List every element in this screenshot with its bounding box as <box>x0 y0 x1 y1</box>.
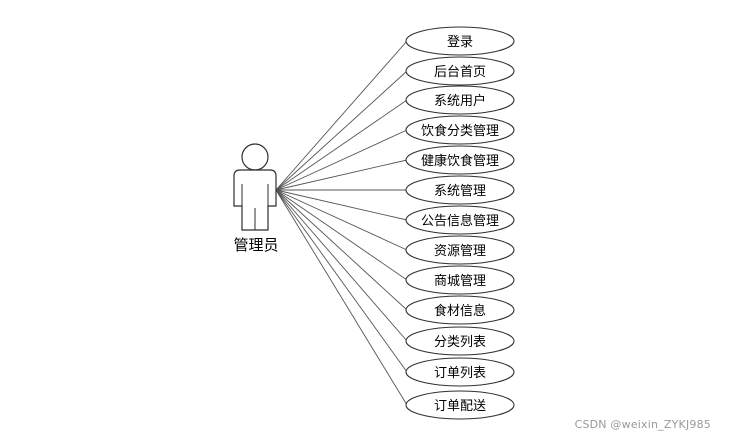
use-case-ellipse <box>405 205 515 235</box>
association-line <box>275 189 408 406</box>
use-case: 分类列表 <box>405 326 515 356</box>
use-case-ellipse <box>405 235 515 265</box>
association-line <box>275 159 408 191</box>
use-case-ellipse <box>405 265 515 295</box>
use-case: 饮食分类管理 <box>405 115 515 145</box>
use-case: 登录 <box>405 26 515 56</box>
use-case-ellipse <box>405 175 515 205</box>
use-case-ellipse <box>405 26 515 56</box>
use-case: 订单列表 <box>405 357 515 387</box>
use-case-ellipse <box>405 56 515 86</box>
use-case-label: 后台首页 <box>434 65 486 80</box>
use-case: 食材信息 <box>405 295 515 325</box>
association-line <box>275 70 408 191</box>
use-case-label: 资源管理 <box>434 244 486 259</box>
use-case: 公告信息管理 <box>405 205 515 235</box>
association-line <box>275 189 408 281</box>
use-case-label: 饮食分类管理 <box>421 123 499 139</box>
use-case-ellipse <box>405 357 515 387</box>
actor-head <box>241 143 269 171</box>
association-line <box>275 189 408 221</box>
association-line <box>275 129 408 191</box>
association-lines <box>275 40 408 406</box>
association-line <box>275 189 408 342</box>
use-case-list: 登录后台首页系统用户饮食分类管理健康饮食管理系统管理公告信息管理资源管理商城管理… <box>405 26 515 420</box>
use-case-ellipse <box>405 295 515 325</box>
use-case-ellipse <box>405 85 515 115</box>
actor-figure: 管理员 <box>233 143 279 254</box>
use-case-label: 登录 <box>447 35 473 50</box>
use-case-ellipse <box>405 115 515 145</box>
watermark: CSDN @weixin_ZYKJ985 <box>574 418 711 431</box>
use-case: 健康饮食管理 <box>405 145 515 175</box>
use-case-ellipse <box>405 390 515 420</box>
association-line <box>275 99 408 191</box>
use-case-ellipse <box>405 145 515 175</box>
use-case-label: 食材信息 <box>434 303 486 319</box>
use-case-label: 分类列表 <box>434 335 486 350</box>
actor-label: 管理员 <box>233 236 278 254</box>
use-case-label: 系统管理 <box>434 184 486 199</box>
association-line <box>275 189 408 373</box>
actor-body <box>233 169 277 231</box>
use-case-label: 订单列表 <box>434 366 486 381</box>
use-case: 商城管理 <box>405 265 515 295</box>
use-case-ellipse <box>405 326 515 356</box>
use-case-label: 系统用户 <box>434 93 486 109</box>
association-line <box>275 189 408 251</box>
use-case: 后台首页 <box>405 56 515 86</box>
use-case-label: 公告信息管理 <box>421 213 499 229</box>
use-case: 系统用户 <box>405 85 515 115</box>
use-case-label: 健康饮食管理 <box>421 153 499 169</box>
use-case: 系统管理 <box>405 175 515 205</box>
association-line <box>275 189 408 311</box>
association-line <box>275 40 408 191</box>
use-case: 资源管理 <box>405 235 515 265</box>
use-case: 订单配送 <box>405 390 515 420</box>
use-case-label: 订单配送 <box>434 399 486 414</box>
use-case-label: 商城管理 <box>434 274 486 289</box>
